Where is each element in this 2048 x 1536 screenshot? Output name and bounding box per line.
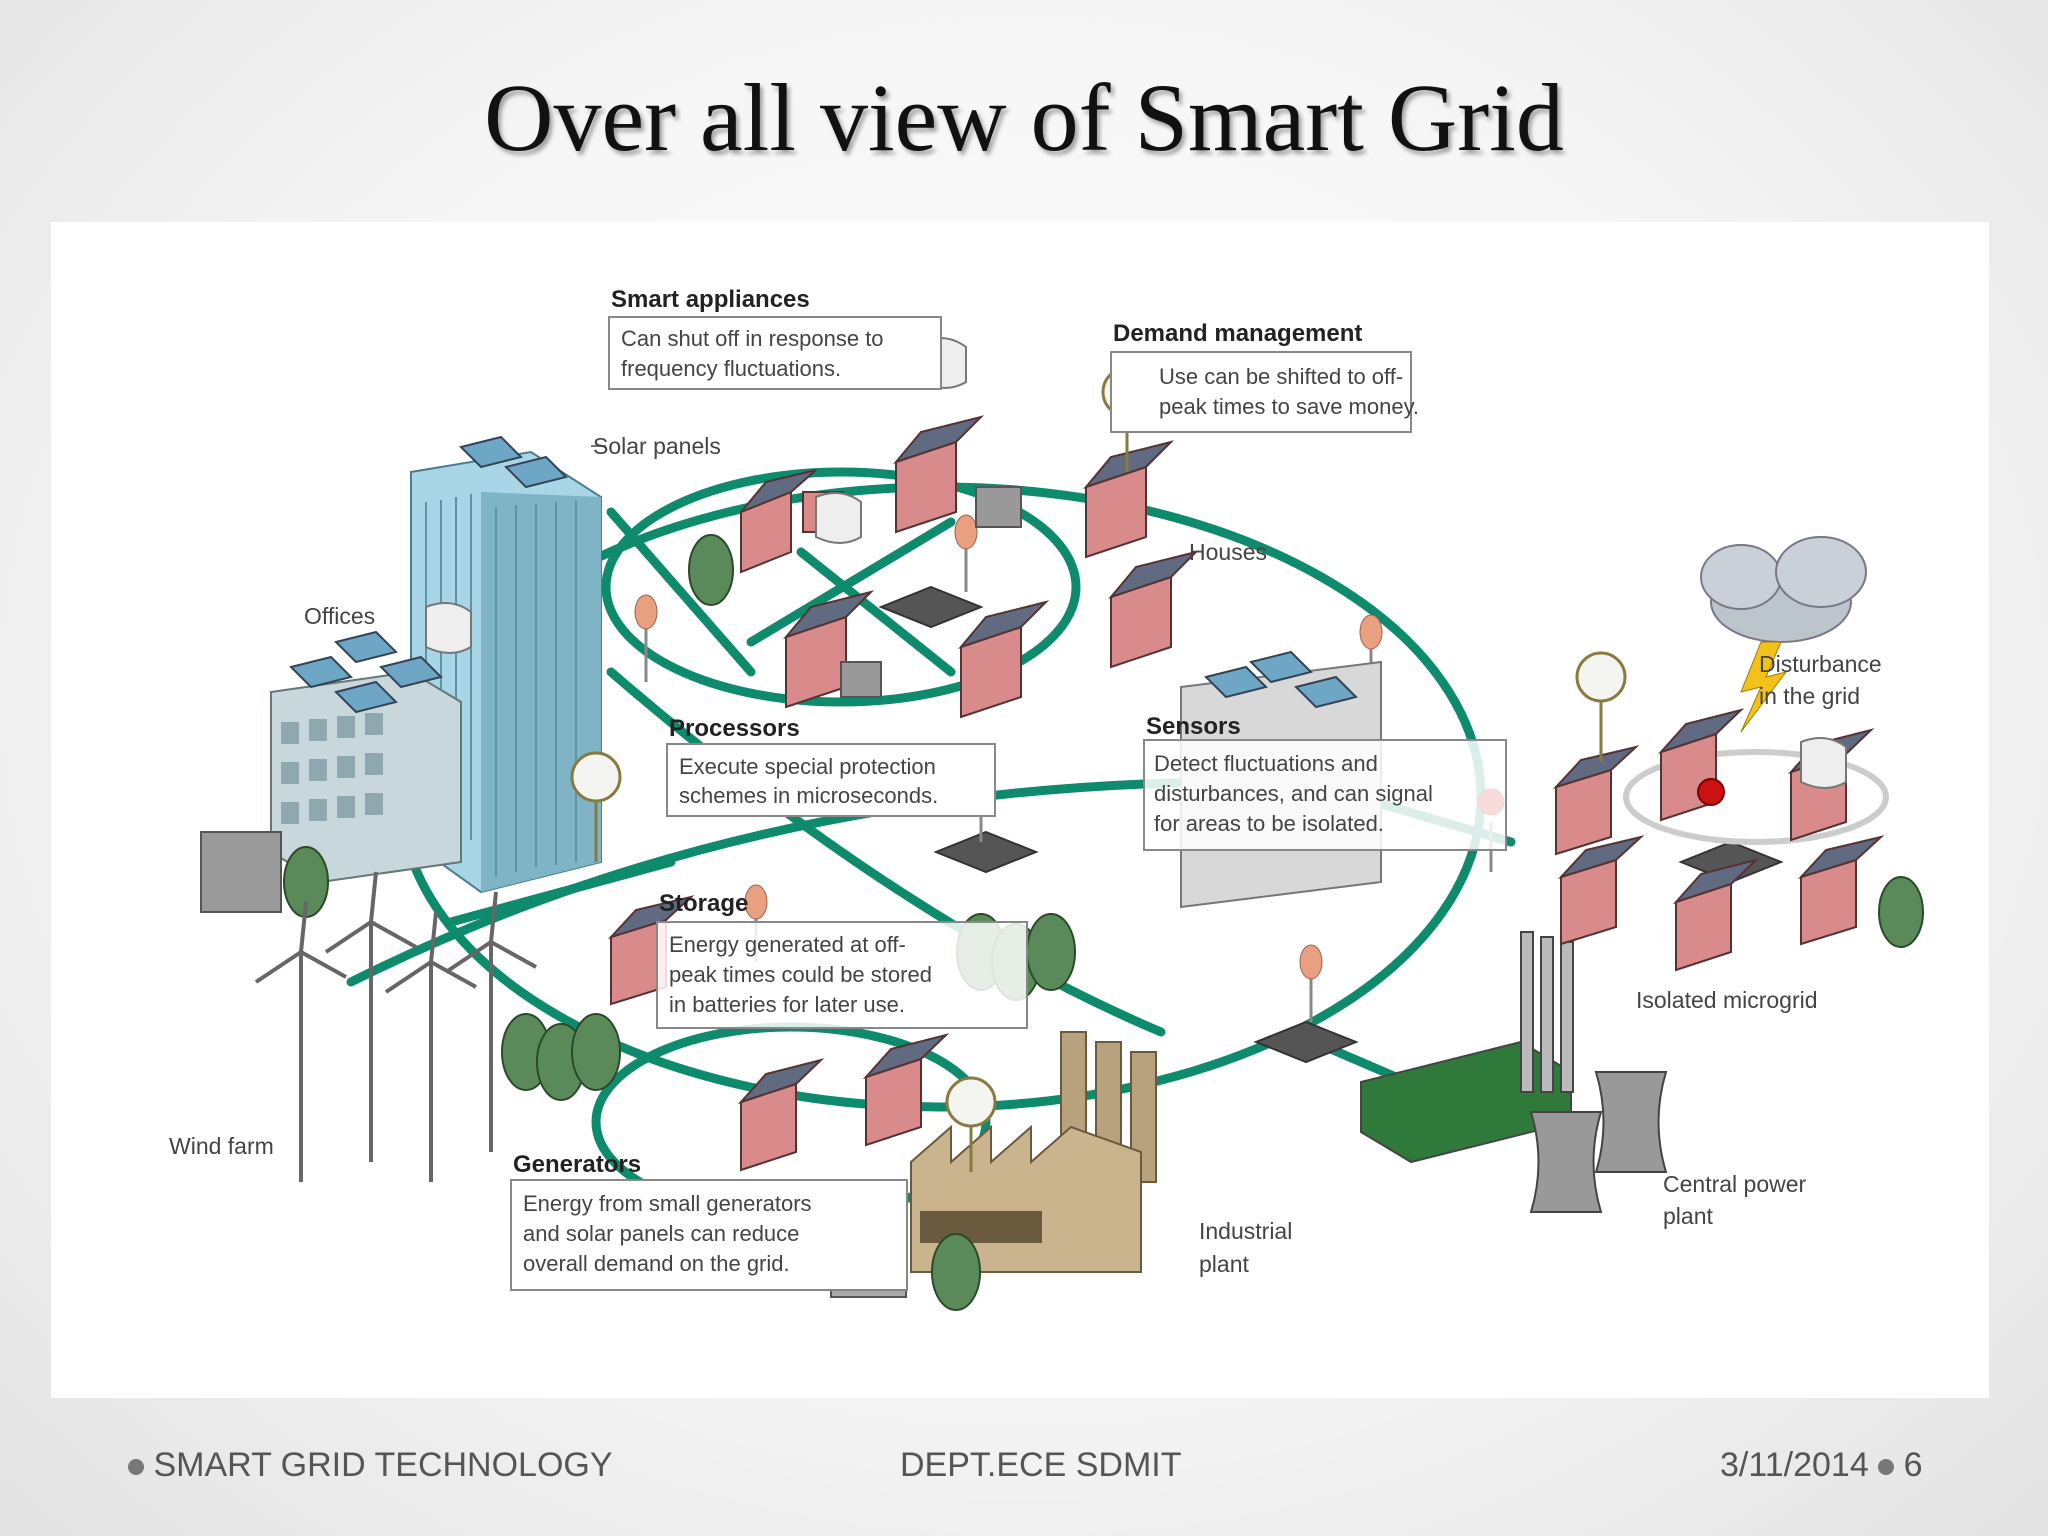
smart-appliances-header: Smart appliances — [611, 286, 810, 313]
processors-header: Processors — [669, 715, 800, 742]
storage-header: Storage — [659, 890, 748, 917]
slide-number: 6 — [1903, 1446, 1923, 1484]
label-wind-farm: Wind farm — [169, 1133, 274, 1159]
label-disturbance-1: Disturbance — [1759, 651, 1882, 677]
sensors-line-1: Detect fluctuations and — [1154, 751, 1378, 776]
generators-line-2: and solar panels can reduce — [523, 1221, 799, 1246]
callout-smart-appliances: Smart appliances Can shut off in respons… — [608, 286, 942, 390]
sensors-line-2: disturbances, and can signal — [1154, 781, 1433, 806]
storage-line-1: Energy generated at off- — [669, 932, 906, 957]
label-industrial-2: plant — [1199, 1251, 1249, 1277]
sensors-line-3: for areas to be isolated. — [1154, 811, 1384, 836]
label-houses: Houses — [1189, 539, 1267, 565]
label-offices: Offices — [304, 603, 375, 629]
smart-appliances-line-1: Can shut off in response to — [621, 326, 884, 351]
storage-line-2: peak times could be stored — [669, 962, 932, 987]
label-industrial-1: Industrial — [1199, 1218, 1292, 1244]
callout-sensors: Sensors Detect fluctuations and disturba… — [1143, 713, 1507, 851]
generators-line-3: overall demand on the grid. — [523, 1251, 790, 1276]
demand-management-line-2: peak times to save money. — [1159, 394, 1419, 419]
industrial-plant-graphic — [910, 1031, 1157, 1273]
label-central-1: Central power — [1663, 1171, 1807, 1197]
bullet-dot — [1878, 1459, 1895, 1476]
processors-line-2: schemes in microseconds. — [679, 783, 938, 808]
microgrid-houses — [1552, 708, 1924, 972]
generators-header: Generators — [513, 1151, 641, 1178]
plain-labels: Solar panels Offices Houses Disturbance … — [169, 433, 1882, 1277]
bullet-dot — [128, 1459, 144, 1476]
label-central-2: plant — [1663, 1203, 1713, 1229]
footer-course: SMART GRID TECHNOLOGY — [153, 1446, 613, 1484]
sensors-header: Sensors — [1146, 713, 1241, 740]
smart-appliances-line-2: frequency fluctuations. — [621, 356, 841, 381]
houses — [607, 415, 1200, 1172]
generators-line-1: Energy from small generators — [523, 1191, 812, 1216]
smart-plug-icons — [425, 337, 1847, 789]
footer-left: SMART GRID TECHNOLOGY — [128, 1446, 613, 1485]
label-solar-panels: Solar panels — [593, 433, 721, 459]
footer-department: DEPT.ECE SDMIT — [900, 1446, 1182, 1484]
callout-generators: Generators Energy from small generators … — [510, 1151, 908, 1291]
storm-cloud — [1700, 536, 1867, 733]
slide-title: Over all view of Smart Grid — [484, 64, 1564, 171]
callout-storage: Storage Energy generated at off- peak ti… — [656, 890, 1028, 1029]
smart-grid-diagram: Smart appliances Can shut off in respons… — [51, 222, 1989, 1398]
processors-line-1: Execute special protection — [679, 754, 936, 779]
processor-hubs — [878, 585, 1784, 1064]
callout-processors: Processors Execute special protection sc… — [666, 715, 996, 817]
demand-management-line-1: Use can be shifted to off- — [1159, 364, 1403, 389]
footer-center: DEPT.ECE SDMIT — [900, 1446, 1181, 1485]
footer-date: 3/11/2014 — [1720, 1446, 1869, 1484]
callout-demand-management: Demand management Use can be shifted to … — [1110, 320, 1419, 433]
label-isolated-microgrid: Isolated microgrid — [1636, 987, 1818, 1013]
central-power-plant-graphic — [1360, 931, 1668, 1213]
office-buildings — [200, 435, 602, 918]
footer-right: 3/11/2014 6 — [1720, 1446, 1923, 1485]
demand-management-header: Demand management — [1113, 320, 1362, 347]
wind-turbines — [254, 871, 537, 1182]
storage-line-3: in batteries for later use. — [669, 992, 905, 1017]
label-disturbance-2: in the grid — [1759, 683, 1860, 709]
